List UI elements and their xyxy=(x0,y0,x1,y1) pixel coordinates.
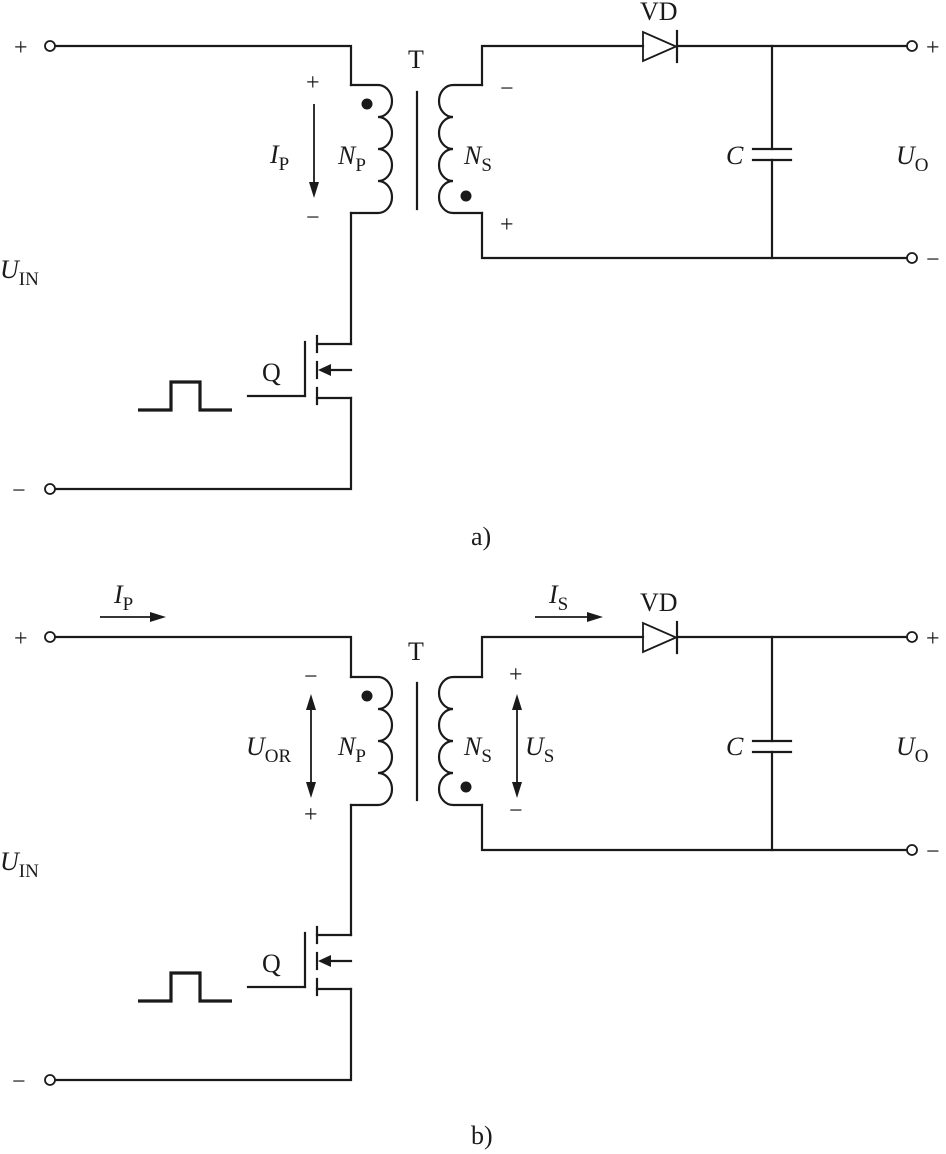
secondary-polarity-dot-a xyxy=(460,190,472,202)
primary-winding-label-b: NP xyxy=(337,732,366,767)
primary-current-arrow-a xyxy=(309,104,319,198)
output-minus-sign-a: − xyxy=(926,247,940,273)
secondary-top-sign-b: + xyxy=(509,662,523,688)
input-minus-sign-a: − xyxy=(12,478,26,504)
input-minus-wire-a xyxy=(48,396,353,491)
secondary-top-wire-b xyxy=(480,635,645,679)
secondary-bottom-sign-b: − xyxy=(509,798,523,824)
secondary-winding-a xyxy=(437,83,484,215)
secondary-top-wire-a xyxy=(480,44,645,87)
switch-label-a: Q xyxy=(262,358,281,387)
capacitor-a xyxy=(751,44,793,260)
output-minus-terminal-a[interactable] xyxy=(906,252,918,264)
input-minus-sign-b: − xyxy=(12,1069,26,1095)
secondary-voltage-arrow-b xyxy=(512,694,522,798)
input-plus-terminal-a[interactable] xyxy=(44,40,56,52)
diode-b xyxy=(642,620,679,655)
input-plus-wire-a xyxy=(48,44,353,87)
transformer-label-b: T xyxy=(408,637,424,666)
caption-b: b) xyxy=(471,1121,493,1150)
diode-label-b: VD xyxy=(640,588,678,617)
secondary-bottom-wire-a xyxy=(480,211,912,260)
mosfet-q-a xyxy=(246,334,353,406)
secondary-winding-label-a: NS xyxy=(463,141,492,176)
secondary-winding-label-b: NS xyxy=(463,732,492,767)
primary-top-sign-a: + xyxy=(306,70,320,96)
secondary-voltage-label-b: US xyxy=(525,732,554,767)
output-plus-sign-a: + xyxy=(926,35,940,61)
input-plus-sign-b: + xyxy=(14,626,28,652)
mosfet-q-b xyxy=(246,925,353,997)
primary-winding-a xyxy=(349,83,394,215)
diode-a xyxy=(642,29,679,64)
reflected-voltage-arrow-b xyxy=(306,694,316,798)
secondary-top-sign-a: − xyxy=(500,76,514,102)
secondary-current-label-b: IS xyxy=(548,580,568,615)
output-minus-sign-b: − xyxy=(926,839,940,865)
primary-current-label-b: IP xyxy=(113,580,133,615)
gate-pulse-a xyxy=(138,380,232,412)
secondary-bottom-wire-b xyxy=(480,803,912,852)
primary-bottom-sign-a: − xyxy=(306,205,320,231)
input-plus-sign-a: + xyxy=(14,35,28,61)
primary-bottom-sign-b: + xyxy=(304,802,318,828)
secondary-winding-b xyxy=(437,675,484,807)
output-plus-sign-b: + xyxy=(926,626,940,652)
input-plus-wire-b xyxy=(48,635,353,679)
secondary-polarity-dot-b xyxy=(460,781,472,793)
secondary-bottom-sign-a: + xyxy=(500,212,514,238)
output-plus-terminal-b[interactable] xyxy=(906,631,918,643)
circuit-a: + − + − T VD Q C NP NS UIN UO IP + − − +… xyxy=(0,0,940,551)
circuit-b: + − + − T VD Q C NP NS UIN UO IP IS UOR … xyxy=(0,580,940,1150)
primary-top-sign-b: − xyxy=(304,664,318,690)
switch-label-b: Q xyxy=(262,949,281,978)
capacitor-b xyxy=(751,635,793,852)
input-minus-wire-b xyxy=(48,987,353,1082)
primary-current-arrow-b xyxy=(100,612,166,622)
secondary-current-arrow-b xyxy=(535,612,603,622)
primary-winding-b xyxy=(349,675,394,807)
output-voltage-label-a: UO xyxy=(896,141,929,176)
input-minus-terminal-b[interactable] xyxy=(44,1074,56,1086)
output-plus-terminal-a[interactable] xyxy=(906,40,918,52)
caption-a: a) xyxy=(471,522,491,551)
capacitor-label-b: C xyxy=(726,732,744,761)
primary-polarity-dot-a xyxy=(361,98,373,110)
transformer-label-a: T xyxy=(408,45,424,74)
output-minus-terminal-b[interactable] xyxy=(906,844,918,856)
input-minus-terminal-a[interactable] xyxy=(44,483,56,495)
input-voltage-label-b: UIN xyxy=(0,847,39,882)
input-voltage-label-a: UIN xyxy=(0,255,39,290)
primary-polarity-dot-b xyxy=(361,690,373,702)
reflected-voltage-label-b: UOR xyxy=(246,732,292,767)
capacitor-label-a: C xyxy=(726,141,744,170)
output-voltage-label-b: UO xyxy=(896,732,929,767)
primary-quantity-label-a: IP xyxy=(269,140,289,175)
gate-pulse-b xyxy=(138,971,232,1003)
input-plus-terminal-b[interactable] xyxy=(44,631,56,643)
diode-label-a: VD xyxy=(640,0,678,26)
primary-winding-label-a: NP xyxy=(337,141,366,176)
